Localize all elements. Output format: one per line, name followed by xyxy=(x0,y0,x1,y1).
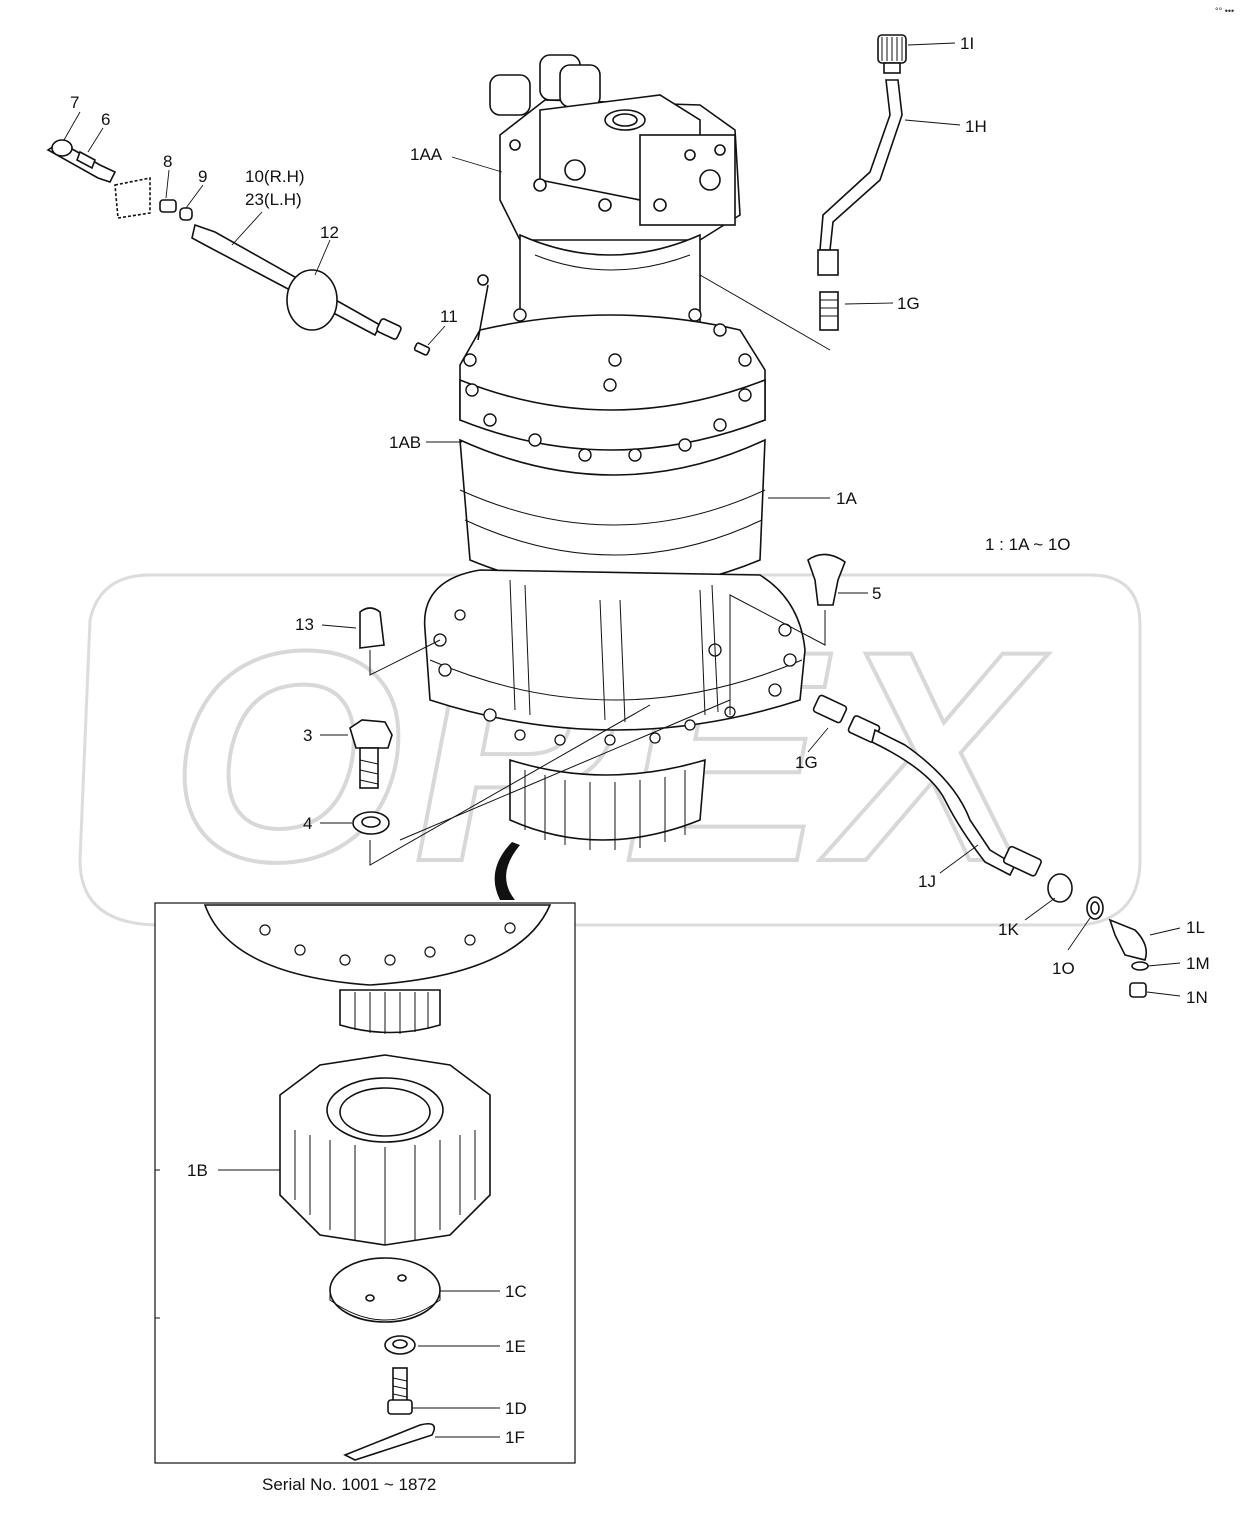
callout-5: 5 xyxy=(872,584,881,603)
callout-1O: 1O xyxy=(1052,959,1075,978)
callout-6: 6 xyxy=(101,110,110,129)
callout-1H: 1H xyxy=(965,117,987,136)
callout-4: 4 xyxy=(303,814,312,833)
callout-labels: 7 6 8 9 10(R.H) 23(L.H) 12 11 1AA 1AB 1A… xyxy=(70,34,1210,1494)
callout-1AB: 1AB xyxy=(389,433,421,452)
bolt-3 xyxy=(349,719,393,789)
upper-flange xyxy=(459,274,766,462)
callout-10: 10(R.H) xyxy=(245,167,305,186)
callout-1A: 1A xyxy=(836,489,857,508)
leader-lines xyxy=(63,42,1181,997)
callout-11: 11 xyxy=(440,307,458,326)
callout-8: 8 xyxy=(163,152,172,171)
inset-pointer-arrow xyxy=(494,842,520,900)
gauge-pipe-assembly xyxy=(817,34,907,331)
corner-mark: °° ••• xyxy=(1215,6,1234,16)
callout-1D: 1D xyxy=(505,1399,527,1418)
callout-1AA: 1AA xyxy=(410,145,443,164)
callout-1E: 1E xyxy=(505,1337,526,1356)
cap-13 xyxy=(359,607,385,649)
pinion-gear xyxy=(509,758,706,850)
plug-5 xyxy=(807,553,846,606)
serial-inset xyxy=(154,902,576,1464)
reduction-housing xyxy=(423,438,806,746)
callout-1N: 1N xyxy=(1186,988,1208,1007)
callout-1L: 1L xyxy=(1186,918,1205,937)
callout-1B: 1B xyxy=(187,1161,208,1180)
callout-23: 23(L.H) xyxy=(245,190,302,209)
callout-12: 12 xyxy=(320,223,339,242)
serial-note: Serial No. 1001 ~ 1872 xyxy=(262,1475,436,1494)
range-note: 1 : 1A ~ 1O xyxy=(985,535,1071,554)
breather-hose-assembly xyxy=(46,139,431,356)
callout-7: 7 xyxy=(70,93,79,112)
callout-1C: 1C xyxy=(505,1282,527,1301)
callout-1I: 1I xyxy=(960,34,974,53)
callout-1M: 1M xyxy=(1186,954,1210,973)
washer-4 xyxy=(352,811,390,835)
callout-9: 9 xyxy=(198,167,207,186)
callout-1J: 1J xyxy=(918,872,936,891)
swing-motor-head xyxy=(489,54,741,241)
callout-13: 13 xyxy=(295,615,314,634)
callout-1G-bottom: 1G xyxy=(795,753,818,772)
callout-1K: 1K xyxy=(998,920,1019,939)
callout-3: 3 xyxy=(303,726,312,745)
callout-1F: 1F xyxy=(505,1428,525,1447)
callout-1G-top: 1G xyxy=(897,294,920,313)
